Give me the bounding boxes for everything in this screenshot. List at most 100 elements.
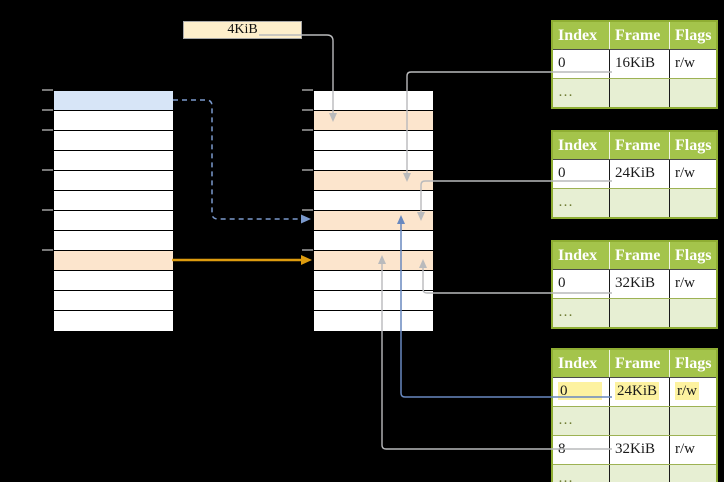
highlighted-value: 0 xyxy=(558,382,602,400)
virtual-row-row-10 xyxy=(54,291,173,311)
column-header-frame: Frame xyxy=(609,242,669,269)
column-header-frame: Frame xyxy=(609,132,669,159)
tick-mark xyxy=(42,129,53,131)
size-label: 4KiB xyxy=(183,21,302,39)
page-table-a-cell-0-1: 16KiB xyxy=(609,50,669,78)
column-header-frame: Frame xyxy=(609,22,669,49)
virtual-row-row-0 xyxy=(54,91,173,111)
page-table-d-cell-0-0: 0 xyxy=(553,378,609,406)
page-table-b-cell-0-2: r/w xyxy=(669,160,716,188)
virtual-row-row-4 xyxy=(54,171,173,191)
page-table-d-cell-2-0: 8 xyxy=(558,441,566,457)
virtual-memory-table xyxy=(53,90,174,332)
page-table-a-cell-1-2 xyxy=(669,79,716,107)
page-table-c-row-1: … xyxy=(553,298,716,327)
page-table-d-cell-0-1: 24KiB xyxy=(609,378,669,406)
arrowhead-right-icon xyxy=(301,214,311,224)
column-header-index: Index xyxy=(558,355,598,372)
page-table-c-cell-1-2 xyxy=(669,299,716,327)
highlighted-value: 24KiB xyxy=(615,382,660,400)
virtual-row-row-7 xyxy=(54,231,173,251)
page-table-b-cell-0-1: 24KiB xyxy=(609,160,669,188)
page-table-b-cell-1-1 xyxy=(609,189,669,217)
page-table-d-row-0: 0 24KiB r/w xyxy=(553,377,716,406)
physical-row-row-4 xyxy=(314,171,433,191)
tick-mark xyxy=(302,129,313,131)
column-header-flags: Flags xyxy=(669,132,716,159)
physical-row-row-6 xyxy=(314,211,433,231)
virtual-row-row-9 xyxy=(54,271,173,291)
page-table-c-cell-0-1: 32KiB xyxy=(609,270,669,298)
physical-row-row-2 xyxy=(314,131,433,151)
arrowhead-right-icon xyxy=(301,255,312,265)
page-table-d-row-1: … xyxy=(553,406,716,435)
virtual-row-row-2 xyxy=(54,131,173,151)
physical-row-row-10 xyxy=(314,291,433,311)
tick-mark xyxy=(302,249,313,251)
page-table-a-cell-1-0: … xyxy=(558,84,574,100)
physical-row-row-5 xyxy=(314,191,433,211)
page-table-d-cell-0-2: r/w xyxy=(669,378,716,406)
page-table-c-cell-0-0: 0 xyxy=(558,275,566,291)
physical-row-row-3 xyxy=(314,151,433,171)
page-table-d-cell-3-1 xyxy=(609,465,669,482)
page-table-d-cell-1-0: … xyxy=(558,412,574,428)
arrow-virtual-page-to-frame xyxy=(173,99,300,220)
virtual-row-row-3 xyxy=(54,151,173,171)
tick-mark xyxy=(302,89,313,91)
page-table-d-cell-3-2 xyxy=(669,465,716,482)
tick-mark xyxy=(302,169,313,171)
column-header-frame: Frame xyxy=(609,350,669,377)
page-table-d-row-3: … xyxy=(553,464,716,482)
column-header-index: Index xyxy=(558,247,598,264)
column-header-index: Index xyxy=(558,27,598,44)
tick-mark xyxy=(42,209,53,211)
page-table-c-cell-0-2: r/w xyxy=(669,270,716,298)
virtual-row-row-5 xyxy=(54,191,173,211)
page-table-a-cell-0-2: r/w xyxy=(669,50,716,78)
page-table-d-cell-2-2: r/w xyxy=(669,436,716,464)
page-table-b-cell-0-0: 0 xyxy=(558,165,566,181)
column-header-flags: Flags xyxy=(669,22,716,49)
page-table-c-cell-1-1 xyxy=(609,299,669,327)
physical-row-row-0 xyxy=(314,91,433,111)
physical-row-row-8 xyxy=(314,251,433,271)
virtual-row-row-6 xyxy=(54,211,173,231)
column-header-flags: Flags xyxy=(669,242,716,269)
page-table-c-cell-1-0: … xyxy=(558,304,574,320)
page-table-a-cell-0-0: 0 xyxy=(558,55,566,71)
page-table-d-cell-1-1 xyxy=(609,407,669,435)
tick-mark xyxy=(302,109,313,111)
page-table-d-cell-2-1: 32KiB xyxy=(609,436,669,464)
virtual-row-row-11 xyxy=(54,311,173,331)
size-label-text: 4KiB xyxy=(227,22,258,37)
highlighted-value: r/w xyxy=(675,382,699,400)
virtual-row-row-8 xyxy=(54,251,173,271)
tick-mark xyxy=(42,169,53,171)
physical-row-row-11 xyxy=(314,311,433,331)
page-table-a-row-1: … xyxy=(553,78,716,107)
tick-mark xyxy=(42,109,53,111)
column-header-flags: Flags xyxy=(669,350,716,377)
page-table-d-cell-1-2 xyxy=(669,407,716,435)
page-table-b-row-1: … xyxy=(553,188,716,217)
tick-mark xyxy=(42,89,53,91)
physical-row-row-9 xyxy=(314,271,433,291)
column-header-index: Index xyxy=(558,137,598,154)
virtual-row-row-1 xyxy=(54,111,173,131)
physical-memory-table xyxy=(313,90,434,332)
tick-mark xyxy=(42,249,53,251)
page-table-b-cell-1-2 xyxy=(669,189,716,217)
